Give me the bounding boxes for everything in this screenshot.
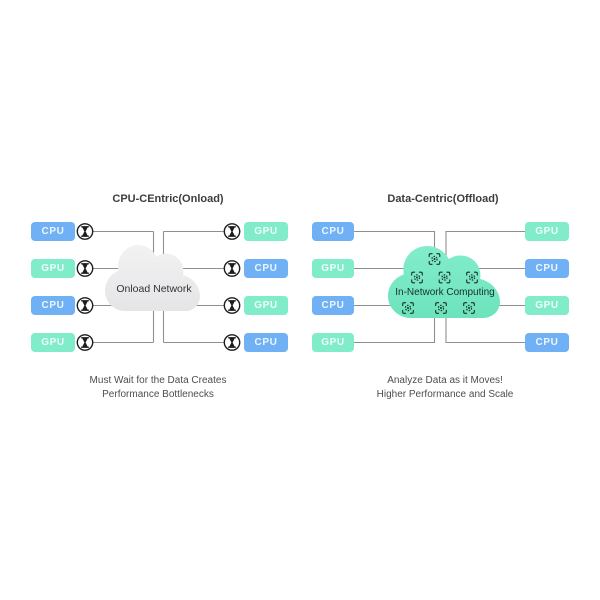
- node-box: GPU: [31, 259, 75, 278]
- node-box: CPU: [31, 222, 75, 241]
- node-box: CPU: [312, 222, 354, 241]
- node-box: GPU: [312, 333, 354, 352]
- node-box: GPU: [31, 333, 75, 352]
- onload-caption: Must Wait for the Data Creates Performan…: [53, 374, 263, 401]
- offload-caption: Analyze Data as it Moves! Higher Perform…: [340, 374, 550, 401]
- node-box: CPU: [312, 296, 354, 315]
- hourglass-icon: [76, 297, 94, 314]
- offload-caption-line2: Higher Performance and Scale: [376, 388, 514, 400]
- hourglass-icon: [76, 260, 94, 277]
- onload-cloud-label: Onload Network: [116, 283, 192, 295]
- onload-panel-title: CPU-CEntric(Onload): [112, 193, 224, 205]
- hourglass-icon: [223, 223, 241, 240]
- hourglass-icon: [76, 334, 94, 351]
- node-box: GPU: [312, 259, 354, 278]
- onload-caption-line1: Must Wait for the Data Creates: [89, 375, 227, 386]
- node-box: CPU: [525, 259, 569, 278]
- connector-line: [163, 230, 224, 344]
- node-box: GPU: [244, 296, 288, 315]
- offload-panel-title: Data-Centric(Offload): [387, 193, 499, 205]
- node-box: CPU: [525, 333, 569, 352]
- node-box: GPU: [525, 296, 569, 315]
- node-box: CPU: [31, 296, 75, 315]
- hourglass-icon: [76, 223, 94, 240]
- offload-cloud-label: In-Network Computing: [395, 287, 495, 298]
- offload-caption-line1: Analyze Data as it Moves!: [387, 375, 503, 386]
- node-box: CPU: [244, 259, 288, 278]
- hourglass-icon: [223, 334, 241, 351]
- node-box: GPU: [525, 222, 569, 241]
- onload-caption-line2: Performance Bottlenecks: [102, 388, 214, 400]
- node-box: GPU: [244, 222, 288, 241]
- hourglass-icon: [223, 260, 241, 277]
- onload-cloud-shape: [105, 245, 200, 311]
- hourglass-icon: [223, 297, 241, 314]
- node-box: CPU: [244, 333, 288, 352]
